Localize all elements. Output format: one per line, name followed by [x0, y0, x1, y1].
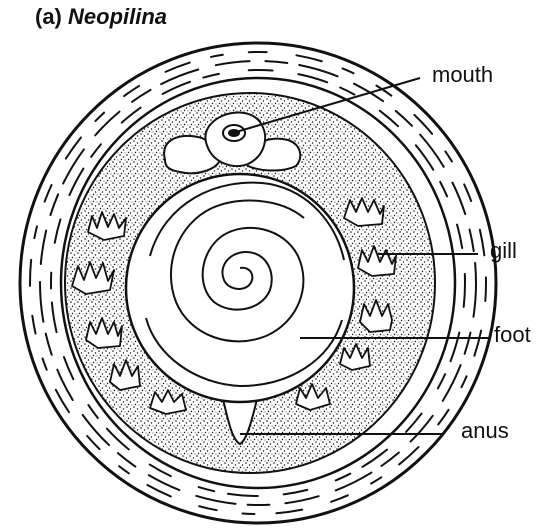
label-mouth: mouth	[432, 62, 493, 88]
label-foot: foot	[494, 322, 531, 348]
gill	[360, 300, 392, 332]
label-anus: anus	[461, 418, 509, 444]
label-gill: gill	[490, 238, 517, 264]
